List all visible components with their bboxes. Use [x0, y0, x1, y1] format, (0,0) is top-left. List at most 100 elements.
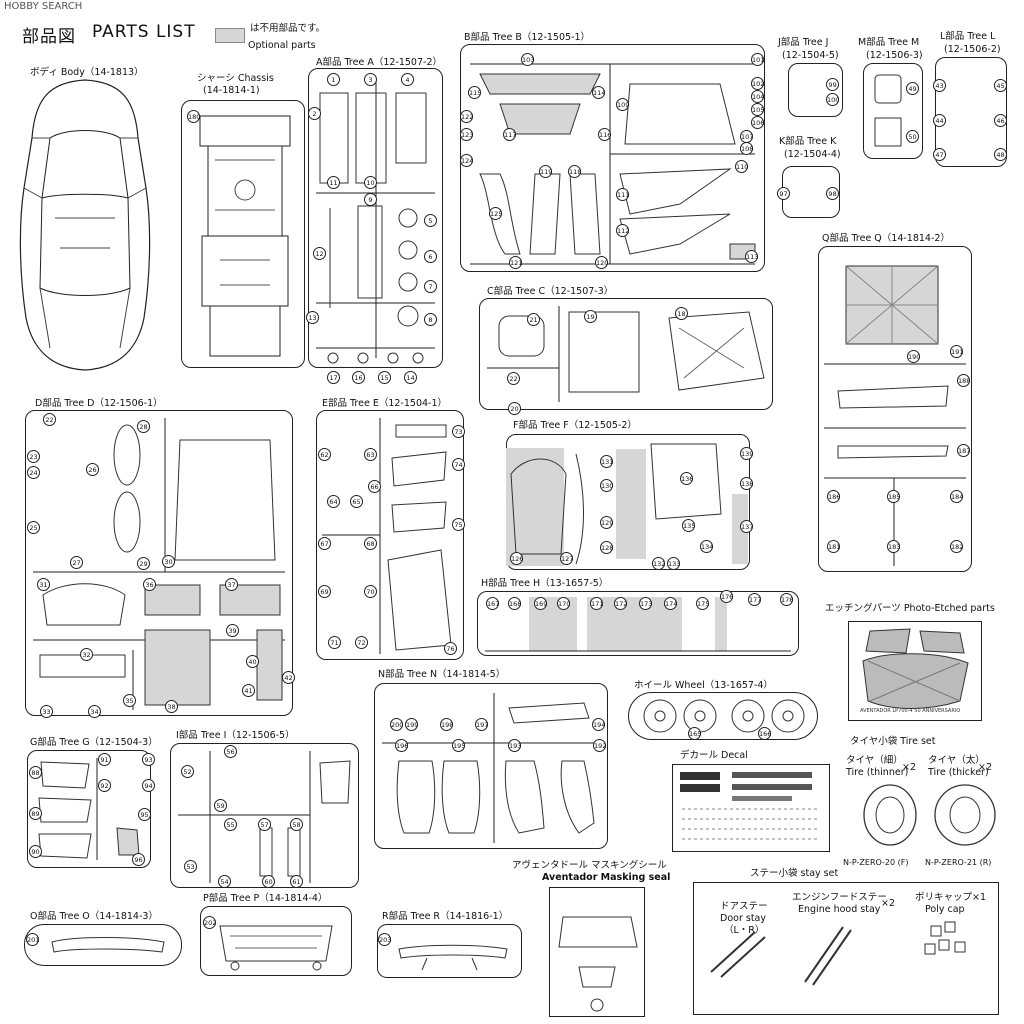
- part-a-3: 3: [364, 73, 377, 86]
- part-q-190: 190: [907, 350, 920, 363]
- part-i-61: 61: [290, 875, 303, 888]
- tree-o-part: [51, 937, 165, 953]
- tree-o-frame: [24, 924, 182, 966]
- tree-m-frame: [863, 63, 923, 159]
- part-e-73: 73: [452, 425, 465, 438]
- tree-g-frame: [27, 750, 151, 868]
- part-n-192: 192: [593, 739, 606, 752]
- part-b-123: 123: [460, 128, 473, 141]
- part-f-133: 133: [667, 557, 680, 570]
- part-f-137: 137: [740, 520, 753, 533]
- part-q-191: 191: [950, 345, 963, 358]
- tree-i-label: I部品 Tree I（12-1506-5）: [176, 730, 295, 741]
- part-f-132: 132: [652, 557, 665, 570]
- part-d-30: 30: [162, 555, 175, 568]
- tree-m-code: (12-1506-3): [866, 50, 923, 61]
- part-b-120: 120: [595, 256, 608, 269]
- part-d-22: 22: [43, 413, 56, 426]
- part-b-118: 118: [568, 165, 581, 178]
- part-b-109: 109: [616, 98, 629, 111]
- part-d-37: 37: [225, 578, 238, 591]
- part-i-60: 60: [262, 875, 275, 888]
- part-wheel-165: 165: [688, 727, 701, 740]
- door-stay-en: Door stay: [720, 913, 766, 924]
- part-b-105: 105: [751, 103, 764, 116]
- part-n-194: 194: [592, 718, 605, 731]
- part-f-126: 126: [510, 552, 523, 565]
- part-d-26: 26: [86, 463, 99, 476]
- part-g-96: 96: [132, 853, 145, 866]
- part-a-6: 6: [424, 250, 437, 263]
- tree-j-code: (12-1504-5): [782, 50, 839, 61]
- part-f-138: 138: [740, 477, 753, 490]
- tire-thin-en: Tire (thinner): [846, 767, 909, 778]
- part-n-193: 193: [508, 739, 521, 752]
- part-d-36: 36: [143, 578, 156, 591]
- part-a-2: 2: [308, 107, 321, 120]
- part-e-64: 64: [327, 495, 340, 508]
- part-g-94: 94: [142, 779, 155, 792]
- tree-i-frame: [170, 743, 359, 888]
- tree-a-frame: [308, 68, 443, 368]
- part-i-54: 54: [218, 875, 231, 888]
- part-h-178: 178: [780, 593, 793, 606]
- part-k-98: 98: [826, 187, 839, 200]
- part-h-172: 172: [614, 597, 627, 610]
- body-label: ボディ Body（14-1813）: [30, 67, 144, 78]
- decal-marks: [680, 772, 820, 840]
- tire-set-label: タイヤ小袋 Tire set: [850, 736, 936, 747]
- part-g-95: 95: [138, 808, 151, 821]
- part-h-169: 169: [534, 597, 547, 610]
- part-q-188: 188: [957, 374, 970, 387]
- tire-thick-code: N-P-ZERO-21 (R): [925, 858, 992, 867]
- tire-thick-jp: タイヤ（太）: [928, 755, 985, 766]
- part-a-12: 12: [313, 247, 326, 260]
- part-e-63: 63: [364, 448, 377, 461]
- part-a-8: 8: [424, 313, 437, 326]
- part-h-176: 176: [720, 590, 733, 603]
- part-h-177: 177: [748, 593, 761, 606]
- part-h-170: 170: [557, 597, 570, 610]
- title-jp: 部品図: [22, 27, 76, 47]
- part-c-19: 19: [584, 310, 597, 323]
- tree-g-parts: [38, 758, 140, 860]
- decal-label: デカール Decal: [680, 750, 748, 761]
- part-j-99: 99: [826, 78, 839, 91]
- part-d-28: 28: [137, 420, 150, 433]
- legend-jp: は不用部品です。: [250, 23, 326, 34]
- part-f-134: 134: [700, 540, 713, 553]
- part-q-181: 181: [827, 540, 840, 553]
- tree-k-label: K部品 Tree K: [779, 136, 837, 147]
- part-a-1: 1: [327, 73, 340, 86]
- part-e-65: 65: [350, 495, 363, 508]
- part-l-44: 44: [933, 114, 946, 127]
- hood-stay-jp: エンジンフードステー: [792, 892, 887, 903]
- part-i-57: 57: [258, 818, 271, 831]
- tire-thin-code: N-P-ZERO-20 (F): [843, 858, 909, 867]
- tree-c-label: C部品 Tree C（12-1507-3）: [487, 286, 614, 297]
- part-n-199: 199: [405, 718, 418, 731]
- part-q-183: 183: [887, 540, 900, 553]
- tree-m-label: M部品 Tree M: [858, 37, 920, 48]
- part-d-29: 29: [137, 557, 150, 570]
- part-b-113: 113: [745, 250, 758, 263]
- tree-j-label: J部品 Tree J: [778, 37, 829, 48]
- part-g-89: 89: [29, 807, 42, 820]
- part-i-59: 59: [214, 799, 227, 812]
- part-c-20: 20: [508, 402, 521, 415]
- part-a-5: 5: [424, 214, 437, 227]
- masking-label-en: Aventador Masking seal: [542, 872, 671, 883]
- part-g-88: 88: [29, 766, 42, 779]
- tree-r-part: [398, 944, 508, 971]
- part-b-117: 117: [503, 128, 516, 141]
- part-r-203: 203: [378, 933, 391, 946]
- part-g-92: 92: [98, 779, 111, 792]
- part-g-93: 93: [142, 753, 155, 766]
- part-a-13: 13: [306, 311, 319, 324]
- part-e-69: 69: [318, 585, 331, 598]
- part-f-130: 130: [600, 479, 613, 492]
- part-d-24: 24: [27, 466, 40, 479]
- wheel-parts: [643, 699, 805, 733]
- part-a-9: 9: [364, 193, 377, 206]
- part-e-71: 71: [328, 636, 341, 649]
